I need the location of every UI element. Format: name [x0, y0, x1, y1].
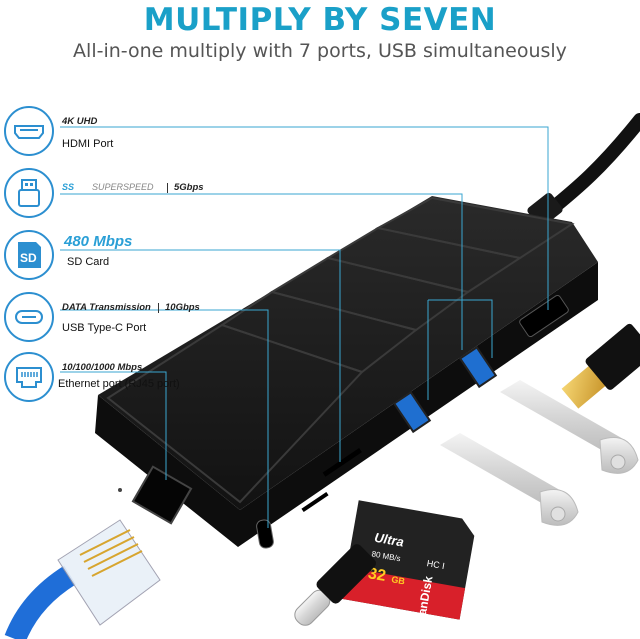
micro-sd-slot [301, 491, 329, 513]
usb-c-icon-circle [4, 292, 54, 342]
usb-c-label: USB Type-C Port [62, 322, 147, 334]
hub-top-segments [106, 196, 575, 504]
usb-drive-2 [440, 433, 579, 526]
ethernet-port [131, 465, 193, 525]
usb-c-rate: 10Gbps [165, 302, 200, 313]
ethernet-label: Ethernet port (RJ45 port) [58, 378, 180, 390]
ethernet-speed: 10/100/1000 Mbps [62, 362, 143, 373]
usb-port-2 [392, 390, 432, 434]
hdmi-port [519, 294, 569, 338]
sd-capacity-text: 32 [367, 565, 388, 585]
usb-c-data-label: DATA Transmission [62, 302, 151, 313]
sd-class-text: HC I [426, 558, 445, 571]
usb-c-port [256, 519, 274, 549]
hdmi-icon [14, 125, 44, 139]
hdmi-plug [561, 323, 640, 409]
page-subtitle: All-in-one multiply with 7 ports, USB si… [73, 40, 567, 62]
usb-port-1 [458, 345, 498, 389]
sd-card-icon: SD [18, 242, 41, 268]
usb-drive-1 [500, 380, 639, 474]
hdmi-label: HDMI Port [62, 138, 114, 150]
led-indicator [118, 488, 122, 492]
ethernet-icon [16, 367, 42, 388]
sd-unit-text: GB [391, 574, 407, 586]
sd-card-illustration [341, 500, 475, 620]
usb-c-separator [158, 303, 159, 313]
sd-line-text: Ultra [373, 530, 405, 550]
page-title: MULTIPLY BY SEVEN [143, 2, 497, 38]
usb-rate: 5Gbps [174, 182, 204, 193]
usb-separator [167, 183, 168, 193]
superspeed-logo: SS [62, 182, 75, 192]
usb-c-icon [15, 310, 43, 324]
superspeed-label: SUPERSPEED [92, 182, 154, 192]
hdmi-resolution: 4K UHD [62, 116, 98, 127]
sd-icon-circle: SD [4, 230, 54, 280]
hub-cable [541, 113, 640, 219]
hub-top-face [98, 196, 598, 510]
sd-label: SD Card [67, 256, 110, 268]
ethernet-plug [4, 519, 161, 639]
usb-icon [18, 179, 40, 207]
usb-icon-circle [4, 168, 54, 218]
svg-text:SD: SD [20, 251, 37, 265]
callout-lines [60, 126, 549, 528]
hdmi-icon-circle [4, 106, 54, 156]
sd-slot [322, 448, 362, 477]
usb-c-plug [294, 544, 377, 626]
sd-speed: 480 Mbps [64, 233, 133, 250]
ethernet-icon-circle [4, 352, 54, 402]
